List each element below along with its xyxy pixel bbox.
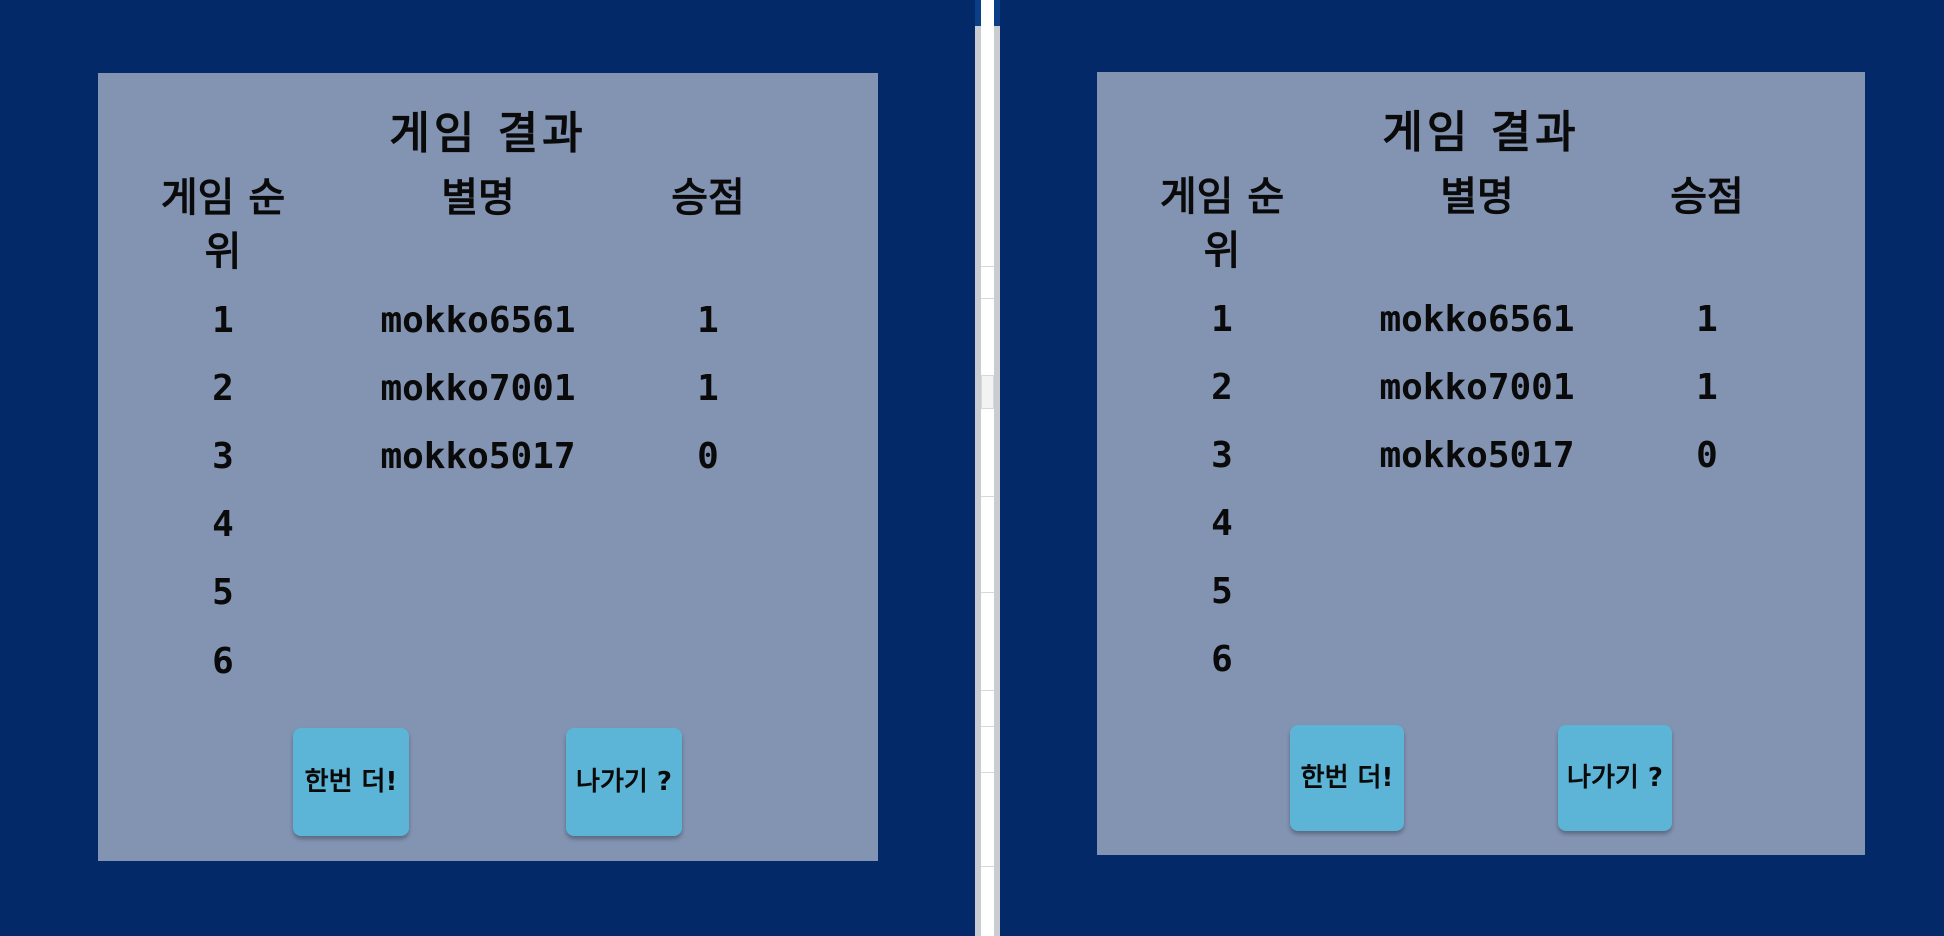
header-nickname: 별명 [441,175,515,221]
rank-cell: 3 [1211,435,1233,476]
result-panel: 게임 결과 게임 순위 별명 승점 1 mokko6561 1 2 mokko7… [1097,72,1865,855]
exit-button[interactable]: 나가기 ? [1558,725,1672,831]
score-cell: 0 [697,436,719,477]
nickname-cell: mokko7001 [380,368,576,409]
header-rank: 게임 순위 [1159,174,1285,274]
divider-line [981,866,994,867]
divider-scroll-area [981,0,994,936]
window-divider [975,0,1000,936]
result-title: 게임 결과 [389,108,587,159]
rank-cell: 6 [212,641,234,682]
nickname-cell: mokko6561 [1379,299,1575,340]
game-window-right: 게임 결과 게임 순위 별명 승점 1 mokko6561 1 2 mokko7… [1000,0,1944,936]
header-rank: 게임 순위 [160,175,286,275]
score-cell: 1 [1696,299,1718,340]
score-cell: 1 [697,300,719,341]
result-panel: 게임 결과 게임 순위 별명 승점 1 mokko6561 1 2 mokko7… [98,73,878,861]
rank-cell: 5 [212,572,234,613]
rank-cell: 6 [1211,639,1233,680]
play-again-button[interactable]: 한번 더! [293,728,409,836]
score-cell: 0 [1696,435,1718,476]
divider-line [981,772,994,773]
score-cell: 1 [697,368,719,409]
header-score: 승점 [671,175,745,221]
divider-line [981,592,994,593]
rank-cell: 2 [1211,367,1233,408]
play-again-button[interactable]: 한번 더! [1290,725,1404,831]
rank-cell: 3 [212,436,234,477]
divider-line [981,690,994,691]
rank-cell: 1 [212,300,234,341]
rank-cell: 4 [1211,503,1233,544]
score-cell: 1 [1696,367,1718,408]
rank-cell: 1 [1211,299,1233,340]
nickname-cell: mokko5017 [1379,435,1575,476]
nickname-cell: mokko5017 [380,436,576,477]
divider-line [981,298,994,299]
divider-line [981,726,994,727]
rank-cell: 2 [212,368,234,409]
game-window-left: 게임 결과 게임 순위 별명 승점 1 mokko6561 1 2 mokko7… [98,73,878,861]
rank-cell: 5 [1211,571,1233,612]
nickname-cell: mokko6561 [380,300,576,341]
header-score: 승점 [1670,174,1744,220]
divider-box [981,375,994,409]
rank-cell: 4 [212,504,234,545]
nickname-cell: mokko7001 [1379,367,1575,408]
divider-line [981,266,994,267]
divider-line [981,496,994,497]
header-nickname: 별명 [1440,174,1514,220]
exit-button[interactable]: 나가기 ? [566,728,682,836]
result-title: 게임 결과 [1382,107,1580,158]
